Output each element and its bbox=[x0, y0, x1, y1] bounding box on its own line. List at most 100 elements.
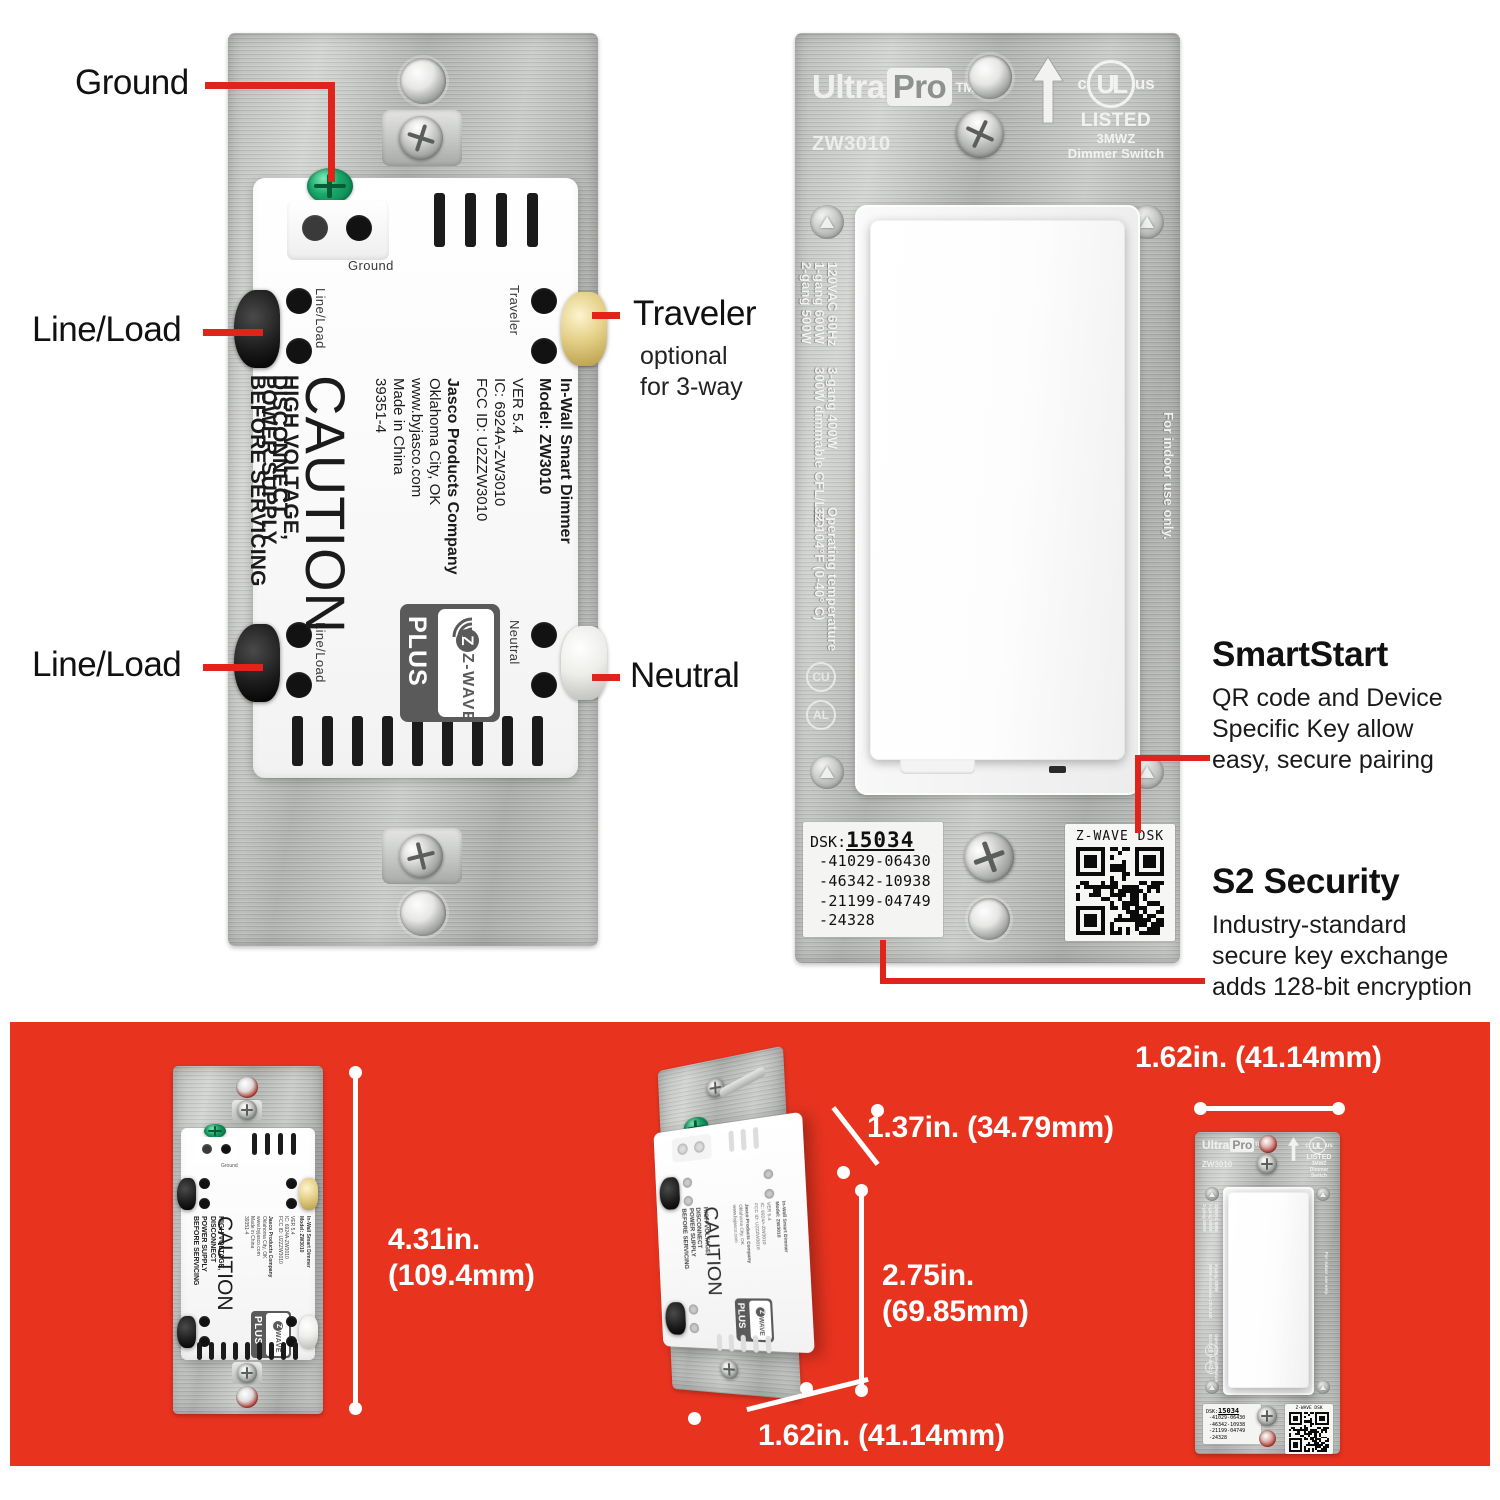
callout-neutral-label: Neutral bbox=[630, 656, 740, 695]
mini3-dsk-label: DSK:15034 -41029-06430-46342-10938-21199… bbox=[1203, 1404, 1261, 1444]
dimdot-height-bottom bbox=[349, 1402, 362, 1415]
dimension-height: 4.31in. (109.4mm) bbox=[388, 1222, 535, 1294]
dimline-body-height bbox=[859, 1190, 864, 1390]
spec-2gang-line: 2-gang 500W bbox=[799, 262, 814, 345]
neutral-hole-2 bbox=[531, 672, 557, 698]
mini-screw-top bbox=[237, 1100, 257, 1120]
mini-term-hole bbox=[286, 1198, 297, 1209]
ul-c-prefix: c bbox=[1077, 74, 1087, 93]
neutral-label: Neutral bbox=[507, 620, 522, 665]
mini-vent bbox=[209, 1342, 214, 1360]
front-yoke-hole-top bbox=[968, 55, 1012, 99]
feature-body-s2security-3: adds 128-bit encryption bbox=[1212, 973, 1472, 1001]
mini2-vent bbox=[740, 1128, 747, 1151]
vent-slot bbox=[532, 716, 543, 766]
mini-spec-wrap: In-Wall Smart Dimmer Model: ZW3010 VER 5… bbox=[243, 1216, 311, 1278]
mini2-vent bbox=[740, 1334, 747, 1353]
dsk-line: -46342-10938 bbox=[819, 871, 931, 890]
indoor-use-note: For indoor use only. bbox=[1161, 412, 1176, 540]
callout-ground-leader-h bbox=[205, 82, 335, 89]
ul-circle-icon: UL bbox=[1086, 60, 1135, 108]
callout-traveler-label: Traveler bbox=[633, 294, 757, 333]
dimdot-width-angled-left bbox=[688, 1412, 701, 1425]
vent-slot bbox=[496, 193, 507, 247]
dimension-height-value: 4.31in. bbox=[388, 1223, 480, 1256]
neutral-clamp bbox=[561, 626, 607, 700]
brand-ultra-text: Ultra bbox=[812, 68, 885, 105]
feature-title-s2security: S2 Security bbox=[1212, 862, 1400, 901]
feature-body-s2security-1: Industry-standard bbox=[1212, 911, 1407, 939]
mini-term-hole bbox=[221, 1144, 231, 1154]
product-name: In-Wall Smart Dimmer bbox=[557, 378, 574, 544]
qr-caption: Z-WAVE DSK bbox=[1075, 829, 1165, 844]
mini-clamp bbox=[299, 1316, 318, 1348]
paddle-switch[interactable] bbox=[870, 220, 1125, 760]
mini-screw-bottom bbox=[237, 1363, 257, 1383]
ground-hole-1 bbox=[302, 215, 328, 241]
dimdot-height-top bbox=[349, 1066, 362, 1079]
wifi-waves-icon bbox=[452, 617, 473, 638]
mini3-ul-mark: c UL us LISTED 3MWZ Dimmer Switch bbox=[1301, 1137, 1337, 1179]
mini-hole-top bbox=[236, 1076, 258, 1098]
wire-rating-cu-text: CU bbox=[812, 670, 830, 684]
dimension-width-angled: 1.62in. (41.14mm) bbox=[758, 1419, 1005, 1452]
ul-mark-text: UL bbox=[1096, 69, 1128, 99]
zwave-brand: Z-WAVE bbox=[459, 653, 477, 724]
vent-slot bbox=[352, 716, 363, 766]
mini-vent bbox=[197, 1342, 202, 1360]
dsk-label: DSK:15034 -41029-06430 -46342-10938 -211… bbox=[803, 822, 943, 938]
dimension-width-front: 1.62in. (41.14mm) bbox=[1135, 1041, 1382, 1074]
vent-slot bbox=[434, 193, 445, 247]
line-load-clamp-bottom bbox=[234, 624, 280, 702]
ul-listing-mark: c UL us LISTED 3MWZ Dimmer Switch bbox=[1060, 60, 1172, 162]
front-yoke-hole-bottom bbox=[968, 898, 1010, 940]
mini3-model: ZW3010 bbox=[1202, 1160, 1233, 1169]
yoke-mounting-hole-top bbox=[400, 58, 446, 104]
traveler-label: Traveler bbox=[507, 285, 522, 336]
wire-rating-al-icon: AL bbox=[806, 700, 836, 730]
spec-cfl-led-line: 300W dimmable CFL/LED bbox=[812, 367, 827, 528]
dimdot-depth-1 bbox=[871, 1104, 884, 1117]
yoke-mounting-hole-bottom bbox=[400, 890, 446, 936]
brand-pro-text: Pro bbox=[886, 68, 953, 106]
callout-ground-label: Ground bbox=[75, 63, 189, 102]
dimdot-width-angled-right bbox=[800, 1382, 813, 1395]
smartstart-leader-v bbox=[1135, 755, 1141, 833]
zwave-plus-suffix: PLUS bbox=[403, 616, 431, 687]
dimension-body-height-value: 2.75in. bbox=[882, 1259, 974, 1292]
mini3-hole-top bbox=[1259, 1135, 1277, 1153]
traveler-hole-2 bbox=[531, 338, 557, 364]
ground-screw bbox=[307, 168, 353, 204]
mini-term-hole bbox=[199, 1198, 210, 1209]
line-load-hole-bottom-1 bbox=[286, 622, 312, 648]
qr-code-icon bbox=[1076, 847, 1164, 935]
mini-clamp bbox=[177, 1178, 196, 1210]
callout-line-load-top-leader bbox=[203, 329, 263, 336]
wire-rating-al-text: AL bbox=[813, 708, 829, 722]
callout-line-load-bottom-leader bbox=[203, 664, 263, 671]
mini2-vent bbox=[728, 1334, 735, 1352]
mini-term-hole bbox=[286, 1336, 297, 1347]
product-id-block: In-Wall Smart Dimmer Model: ZW3010 VER 5… bbox=[372, 378, 580, 608]
dsk-prefix: DSK: bbox=[810, 833, 847, 851]
mini-term-hole bbox=[199, 1178, 210, 1189]
traveler-clamp bbox=[561, 292, 607, 366]
mini3-al-icon: AL bbox=[1205, 1361, 1218, 1374]
ground-hole-2 bbox=[346, 215, 372, 241]
mini-vent bbox=[269, 1342, 274, 1360]
mini-vent bbox=[265, 1133, 270, 1155]
dimline-height bbox=[353, 1070, 358, 1408]
ul-listed-text: LISTED bbox=[1080, 110, 1152, 131]
mini-vent bbox=[221, 1342, 226, 1360]
vent-slot bbox=[322, 716, 333, 766]
mini3-paddle[interactable] bbox=[1228, 1192, 1309, 1388]
feature-body-s2security-2: secure key exchange bbox=[1212, 942, 1449, 970]
smartstart-leader-h bbox=[1135, 755, 1210, 761]
mini-term-hole bbox=[199, 1336, 210, 1347]
vent-slot bbox=[442, 716, 453, 766]
wire-rating-cu-icon: CU bbox=[806, 662, 836, 692]
fcc-id: FCC ID: U2ZZW3010 bbox=[473, 378, 490, 522]
caution-block: CAUTION bbox=[294, 375, 360, 635]
